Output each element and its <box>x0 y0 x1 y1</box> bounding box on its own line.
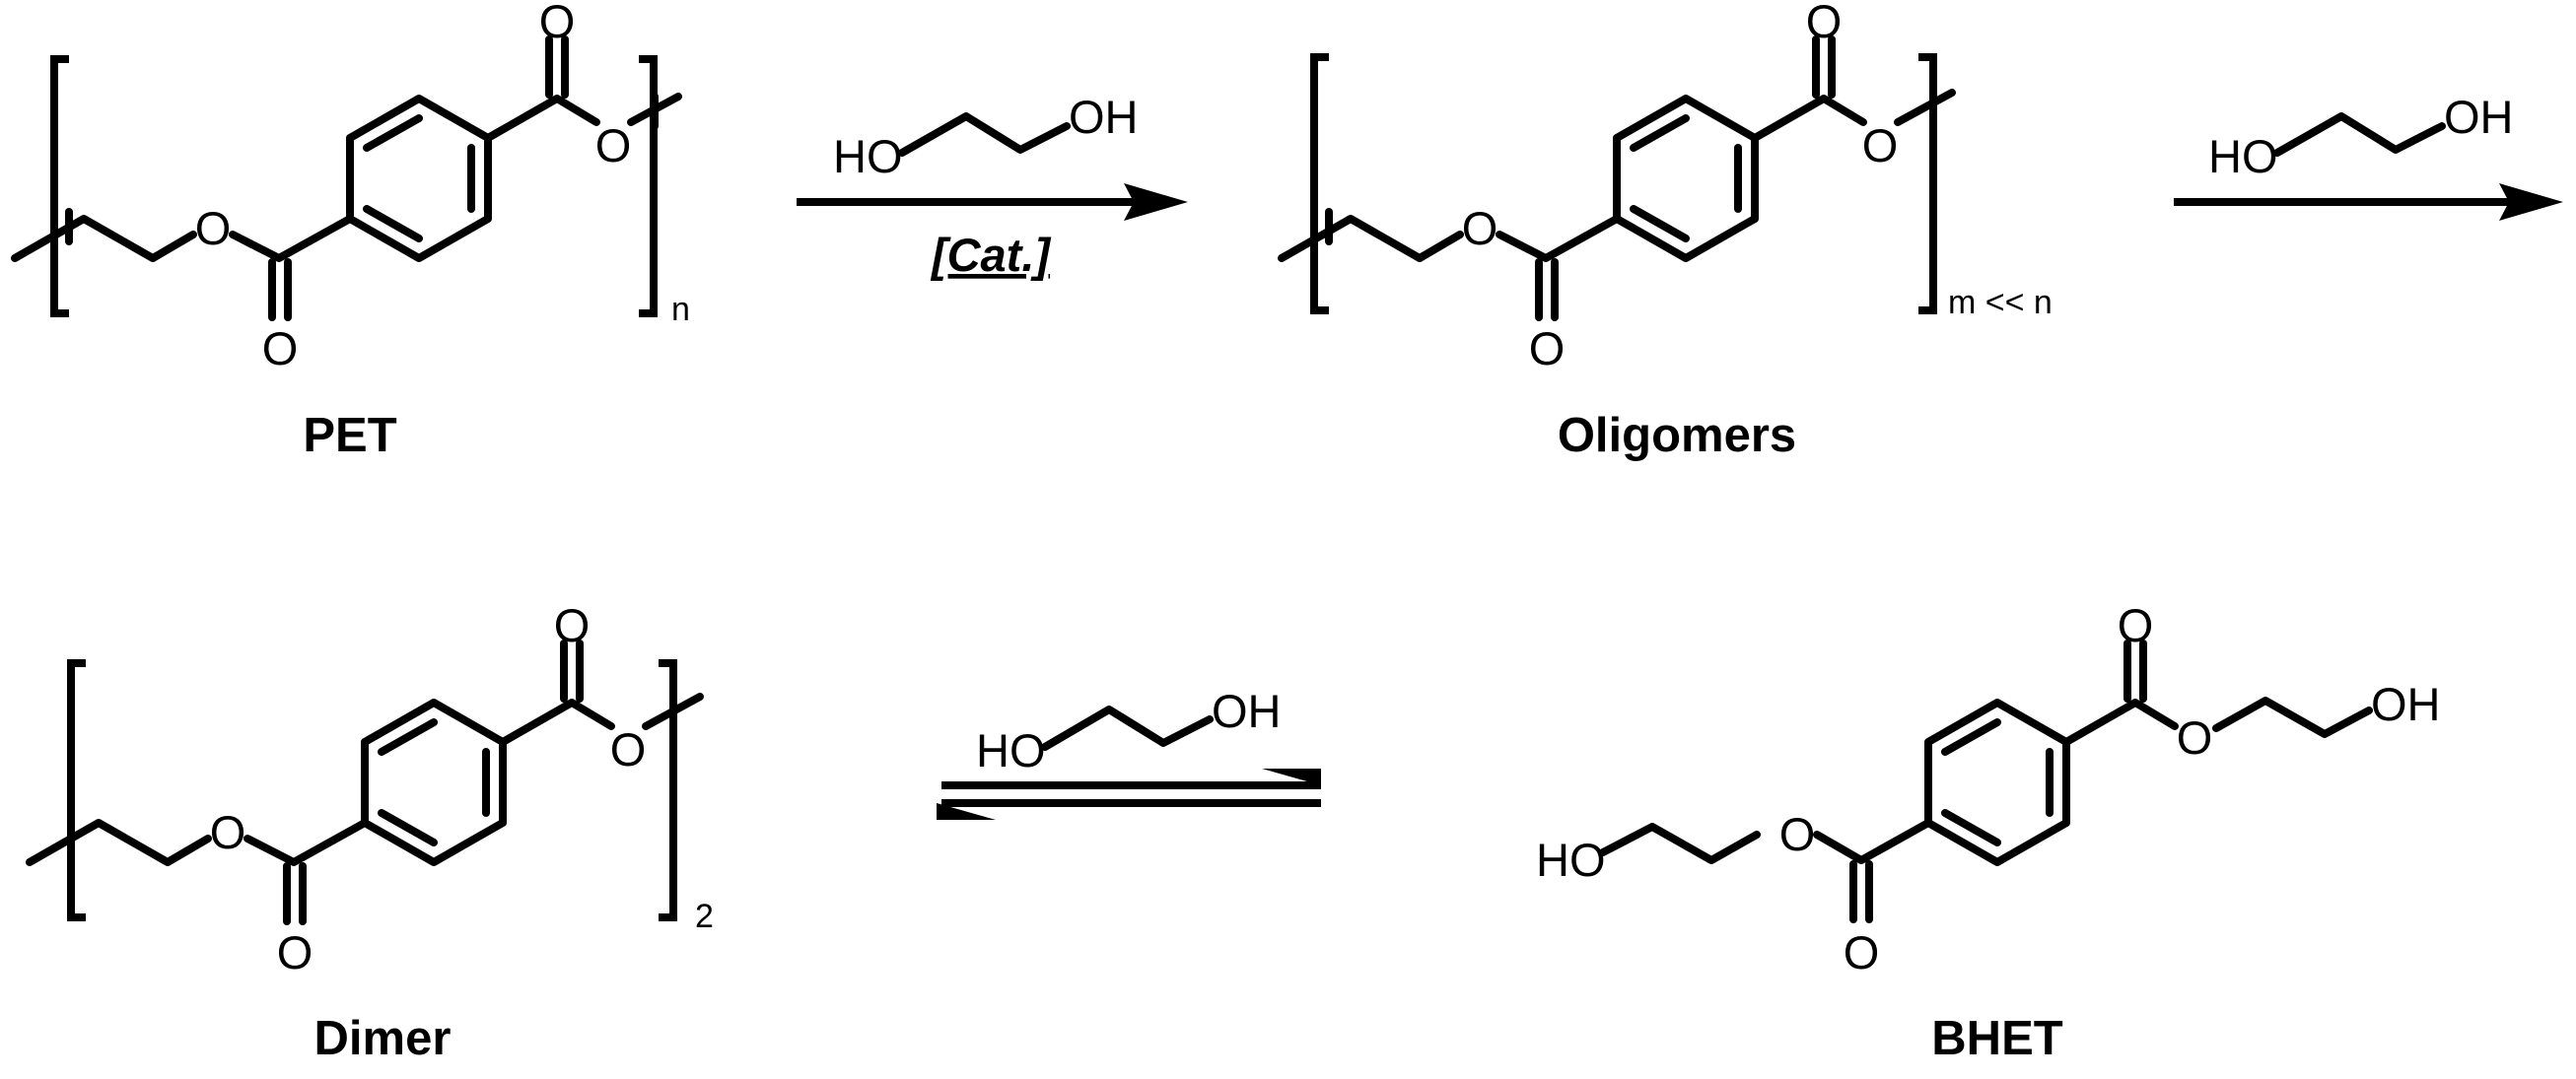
step2-arrowhead <box>2499 183 2563 221</box>
dimer-repeat-index: 2 <box>695 898 714 935</box>
bhet-oxygen-top: O <box>2118 599 2154 651</box>
step3-arrow-group: HO OH <box>937 685 1321 820</box>
step1-catalyst: [Cat.] <box>930 229 1051 281</box>
step1-arrow-group: HO OH [Cat.] <box>797 91 1188 281</box>
step3-reverse-arrowhead <box>937 803 996 820</box>
dimer-bracket-right <box>659 659 677 921</box>
step1-reagent-ho: HO <box>833 130 903 182</box>
oligomers-structure: O O O O m << n Oligomers <box>1278 0 2053 462</box>
dimer-label: Dimer <box>314 1012 452 1065</box>
pet-bracket-right <box>639 55 658 317</box>
pet-oxygen-bottom: O <box>262 322 299 374</box>
pet-structure: O O O O n PET <box>11 0 690 462</box>
pet-bracket-left <box>50 55 69 317</box>
dimer-bracket-left <box>67 659 86 921</box>
pet-repeat-index: n <box>671 291 690 328</box>
bhet-oh-terminal: OH <box>2371 678 2441 730</box>
step1-reagent-oh: OH <box>1069 91 1139 143</box>
pet-oxygen-top: O <box>539 0 576 47</box>
dimer-oxygen-ester-right: O <box>610 723 647 776</box>
step2-arrow-group: HO OH <box>2174 91 2563 221</box>
step3-reagent-oh: OH <box>1212 685 1282 737</box>
oligomers-label: Oligomers <box>1558 409 1796 462</box>
bhet-ho-terminal: HO <box>1536 834 1606 886</box>
dimer-structure: O O O O 2 Dimer <box>26 599 714 1065</box>
oligomers-repeat-index: m << n <box>1948 284 2053 321</box>
step3-forward-arrowhead <box>1262 769 1321 785</box>
step1-arrowhead <box>1124 183 1188 221</box>
oligomers-oxygen-ester-left: O <box>1462 202 1498 254</box>
pet-oxygen-ester-right: O <box>595 119 632 171</box>
pet-label: PET <box>303 409 396 462</box>
bhet-structure: HO O O O O OH BHET <box>1536 599 2441 1065</box>
dimer-oxygen-ester-left: O <box>210 806 246 858</box>
step2-reagent-ho: HO <box>2208 130 2278 182</box>
pet-oxygen-ester-left: O <box>195 202 232 254</box>
oligomers-bracket-left <box>1310 53 1329 314</box>
oligomers-oxygen-ester-right: O <box>1862 119 1899 171</box>
bhet-oxygen-ester-left: O <box>1779 808 1816 860</box>
bhet-oxygen-ester-right: O <box>2177 711 2213 764</box>
oligomers-oxygen-bottom: O <box>1529 322 1566 374</box>
step2-reagent-oh: OH <box>2444 91 2514 143</box>
step3-reagent-ho: HO <box>976 724 1046 776</box>
dimer-oxygen-bottom: O <box>277 926 313 978</box>
bhet-oxygen-bottom: O <box>1844 926 1880 978</box>
bhet-label: BHET <box>1931 1012 2062 1065</box>
oligomers-oxygen-top: O <box>1806 0 1843 47</box>
dimer-oxygen-top: O <box>554 599 591 651</box>
oligomers-bracket-right <box>1918 53 1937 314</box>
